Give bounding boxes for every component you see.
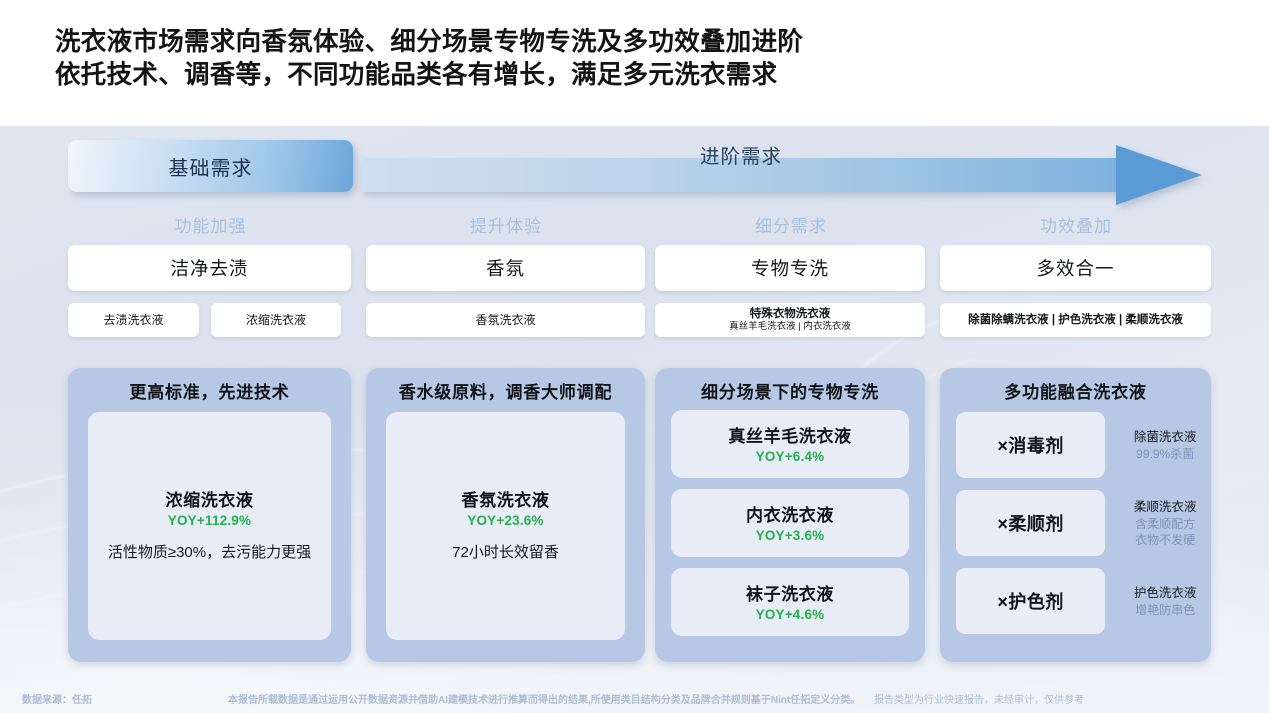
stage-label-row: 功能加强 提升体验 细分需求 功效叠加 [0, 212, 1269, 238]
detail-card-1-title: 更高标准，先进技术 [129, 383, 290, 402]
stage-label-4: 功效叠加 [1040, 217, 1112, 236]
detail-card-3-product-1: 真丝羊毛洗衣液 [728, 426, 852, 446]
stage-label-1: 功能加强 [174, 217, 247, 236]
detail-card-4-row-3[interactable]: ×护色剂 护色洗衣液 增艳防串色 [940, 568, 1211, 634]
footer: 数据来源：任拓 本报告所载数据是通过运用公开数据资源并借助AI建模技术进行推算而… [0, 683, 1269, 713]
detail-card-1-product: 浓缩洗衣液 [165, 490, 254, 510]
detail-card-3-yoy-2: YOY+3.6% [755, 527, 825, 543]
category-box-3[interactable]: 专物专洗 [655, 245, 925, 291]
detail-card-4-title-1: 除菌洗衣液 [1133, 429, 1197, 444]
category-label-1: 洁净去渍 [170, 258, 249, 279]
header-white-band [0, 0, 1269, 126]
footer-note: 报告类型为行业快速报告，未经审计，仅供参考 [874, 695, 1084, 706]
detail-card-3-item-1[interactable]: 真丝羊毛洗衣液 YOY+6.4% [671, 410, 909, 478]
demand-progression-band: 基础需求 [0, 133, 1269, 205]
subcategory-label-2: 浓缩洗衣液 [245, 312, 306, 327]
category-box-1[interactable]: 洁净去渍 [68, 245, 351, 291]
subcategory-box-5[interactable]: 除菌除螨洗衣液 | 护色洗衣液 | 柔顺洗衣液 [940, 303, 1211, 337]
detail-card-2-title: 香水级原料，调香大师调配 [398, 383, 613, 402]
category-box-4[interactable]: 多效合一 [940, 245, 1211, 291]
detail-card-4-text-3: 护色洗衣液 增艳防串色 [1119, 585, 1211, 618]
detail-card-3[interactable]: 细分场景下的专物专洗 真丝羊毛洗衣液 YOY+6.4% 内衣洗衣液 YOY+3.… [655, 368, 925, 662]
basic-demand-pill: 基础需求 [68, 140, 353, 192]
detail-card-3-yoy-1: YOY+6.4% [755, 448, 825, 464]
detail-card-2-desc: 72小时长效留香 [452, 543, 559, 561]
advanced-demand-label: 进阶需求 [700, 146, 783, 168]
category-row-secondary: 去渍洗衣液 浓缩洗衣液 香氛洗衣液 特殊衣物洗衣液 真丝羊毛洗衣液 | 内衣洗衣… [0, 303, 1269, 339]
footer-source: 数据来源：任拓 [22, 695, 92, 706]
stage-label-2: 提升体验 [470, 217, 542, 236]
detail-card-4-desc-3: 增艳防串色 [1135, 602, 1196, 617]
footer-disclaimer: 本报告所载数据是通过运用公开数据资源并借助AI建模技术进行推算而得出的结果,所使… [228, 695, 861, 706]
detail-card-4-chip-1: ×消毒剂 [956, 412, 1106, 478]
detail-card-row: 更高标准，先进技术 浓缩洗衣液 YOY+112.9% 活性物质≥30%，去污能力… [0, 368, 1269, 666]
subcategory-box-2[interactable]: 浓缩洗衣液 [211, 303, 341, 337]
detail-card-3-yoy-3: YOY+4.6% [755, 606, 825, 622]
subcategory-label-4: 特殊衣物洗衣液 [749, 308, 831, 320]
arrow-head-icon [1116, 145, 1202, 205]
subcategory-sublabel-4: 真丝羊毛洗衣液 | 内衣洗衣液 [729, 321, 851, 332]
subcategory-label-5: 除菌除螨洗衣液 | 护色洗衣液 | 柔顺洗衣液 [968, 313, 1183, 326]
detail-card-1[interactable]: 更高标准，先进技术 浓缩洗衣液 YOY+112.9% 活性物质≥30%，去污能力… [68, 368, 351, 662]
detail-card-1-body: 浓缩洗衣液 YOY+112.9% 活性物质≥30%，去污能力更强 [88, 412, 331, 640]
advanced-demand-arrow [362, 145, 1210, 205]
category-box-2[interactable]: 香氛 [366, 245, 645, 291]
detail-card-4-row-1[interactable]: ×消毒剂 除菌洗衣液 99.9%杀菌 [940, 412, 1211, 478]
subcategory-box-1[interactable]: 去渍洗衣液 [68, 303, 199, 337]
detail-card-4-chip-label-1: ×消毒剂 [997, 436, 1064, 456]
headline-line-2: 依托技术、调香等，不同功能品类各有增长，满足多元洗衣需求 [55, 61, 778, 89]
category-label-2: 香氛 [485, 258, 525, 279]
detail-card-3-item-2[interactable]: 内衣洗衣液 YOY+3.6% [671, 489, 909, 557]
detail-card-4-desc-1: 99.9%杀菌 [1136, 446, 1195, 461]
detail-card-4-text-2: 柔顺洗衣液 含柔顺配方衣物不发硬 [1119, 499, 1211, 548]
detail-card-3-product-2: 内衣洗衣液 [746, 505, 834, 525]
detail-card-2[interactable]: 香水级原料，调香大师调配 香氛洗衣液 YOY+23.6% 72小时长效留香 [366, 368, 645, 662]
category-row-primary: 洁净去渍 香氛 专物专洗 多效合一 [0, 245, 1269, 293]
detail-card-2-yoy: YOY+23.6% [467, 512, 544, 528]
headline-line-1: 洗衣液市场需求向香氛体验、细分场景专物专洗及多功效叠加进阶 [55, 28, 804, 56]
category-label-4: 多效合一 [1036, 258, 1115, 279]
detail-card-4-title-2: 柔顺洗衣液 [1133, 499, 1197, 514]
detail-card-2-product: 香氛洗衣液 [461, 490, 550, 510]
detail-card-1-desc: 活性物质≥30%，去污能力更强 [107, 543, 312, 561]
page-title: 洗衣液市场需求向香氛体验、细分场景专物专洗及多功效叠加进阶 依托技术、调香等，不… [55, 26, 1205, 92]
detail-card-4-chip-label-2: ×柔顺剂 [997, 514, 1064, 534]
detail-card-2-body: 香氛洗衣液 YOY+23.6% 72小时长效留香 [386, 412, 625, 640]
category-label-3: 专物专洗 [750, 258, 829, 279]
subcategory-label-3: 香氛洗衣液 [475, 312, 536, 327]
detail-card-4-title-3: 护色洗衣液 [1133, 585, 1197, 600]
detail-card-3-title: 细分场景下的专物专洗 [701, 383, 879, 402]
detail-card-3-product-3: 袜子洗衣液 [746, 584, 834, 604]
subcategory-box-3[interactable]: 香氛洗衣液 [366, 303, 645, 337]
detail-card-4-desc-2: 含柔顺配方衣物不发硬 [1135, 516, 1196, 547]
detail-card-4-chip-2: ×柔顺剂 [956, 490, 1106, 556]
subcategory-box-4[interactable]: 特殊衣物洗衣液 真丝羊毛洗衣液 | 内衣洗衣液 [655, 303, 925, 337]
detail-card-4-chip-label-3: ×护色剂 [997, 592, 1064, 612]
detail-card-4-row-2[interactable]: ×柔顺剂 柔顺洗衣液 含柔顺配方衣物不发硬 [940, 490, 1211, 556]
arrow-bar [362, 158, 1124, 192]
subcategory-label-1: 去渍洗衣液 [103, 312, 164, 327]
detail-card-4-text-1: 除菌洗衣液 99.9%杀菌 [1119, 429, 1211, 462]
basic-demand-label: 基础需求 [168, 157, 253, 180]
detail-card-3-item-3[interactable]: 袜子洗衣液 YOY+4.6% [671, 568, 909, 636]
detail-card-4-chip-3: ×护色剂 [956, 568, 1106, 634]
detail-card-1-yoy: YOY+112.9% [167, 512, 252, 528]
detail-card-4[interactable]: 多功能融合洗衣液 ×消毒剂 除菌洗衣液 99.9%杀菌 ×柔顺剂 柔顺洗衣液 含… [940, 368, 1211, 662]
detail-card-4-title: 多功能融合洗衣液 [1004, 383, 1147, 402]
stage-label-3: 细分需求 [755, 217, 827, 236]
